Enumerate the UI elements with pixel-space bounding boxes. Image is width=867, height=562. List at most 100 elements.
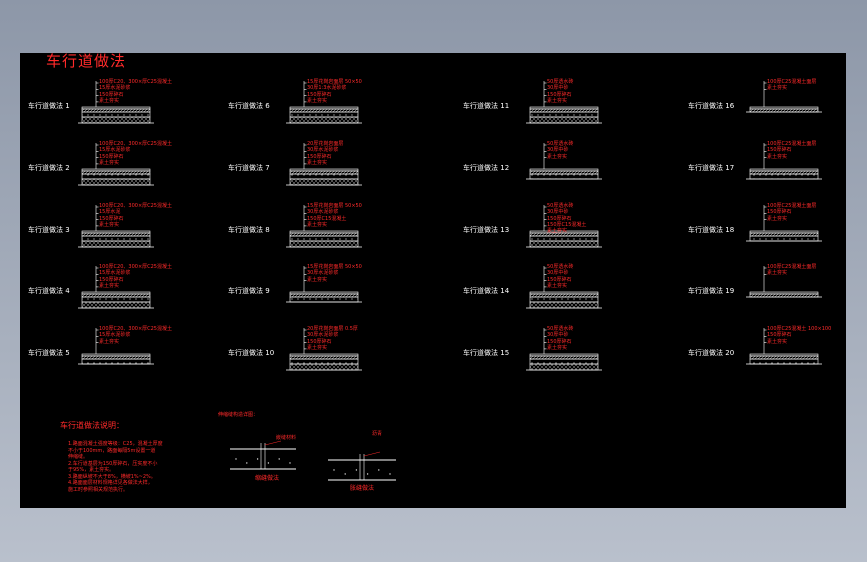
section-layer xyxy=(289,170,359,175)
layer-note: 30厚1:3水泥砂浆 xyxy=(307,85,347,92)
layer-note: 30厚中砂 xyxy=(547,85,569,92)
layer-note: 150厚碎石 xyxy=(99,153,124,160)
layer-note: 15厚花岗岩面层 50×50 xyxy=(307,264,362,270)
layer-note: 30厚中砂 xyxy=(547,147,569,154)
section-layer xyxy=(529,355,599,360)
layer-note: 150厚碎石 xyxy=(767,209,792,216)
layer-note: 50厚透水砖 xyxy=(547,203,574,209)
section-layer xyxy=(749,230,819,234)
detail-label-16: 车行道做法 16 xyxy=(688,101,734,111)
detail-label-prefix: 车行道做法 xyxy=(688,287,726,295)
detail-label-8: 车行道做法 8 xyxy=(228,225,270,235)
detail-label-number: 6 xyxy=(265,102,270,110)
section-layer xyxy=(81,173,151,180)
detail-label-number: 5 xyxy=(65,349,70,357)
detail-label-number: 7 xyxy=(265,164,270,172)
section-layer xyxy=(529,301,599,309)
section-layer xyxy=(529,358,599,365)
detail-label-4: 车行道做法 4 xyxy=(28,286,70,296)
layer-note: 素土夯实 xyxy=(99,159,120,166)
section-layer xyxy=(289,168,359,172)
aggregate-dot xyxy=(378,469,380,471)
layer-note: 150厚C15混凝土 xyxy=(547,221,587,228)
section-layer xyxy=(289,363,359,371)
section-layer xyxy=(749,170,819,175)
section-layer xyxy=(81,108,151,113)
detail-label-number: 20 xyxy=(725,349,735,357)
detail-label-number: 11 xyxy=(500,102,510,110)
aggregate-dot xyxy=(235,458,237,460)
detail-label-prefix: 车行道做法 xyxy=(463,349,501,357)
detail-label-9: 车行道做法 9 xyxy=(228,286,270,296)
detail-label-10: 车行道做法 10 xyxy=(228,348,274,358)
detail-label-prefix: 车行道做法 xyxy=(228,226,266,234)
section-layer xyxy=(529,240,599,248)
section-layer xyxy=(289,235,359,242)
detail-label-prefix: 车行道做法 xyxy=(228,287,266,295)
section-layer xyxy=(749,358,819,365)
detail-label-prefix: 车行道做法 xyxy=(28,164,66,172)
section-layer xyxy=(529,170,599,175)
layer-note: 50厚透水砖 xyxy=(547,79,574,85)
layer-note: 100厚C25混凝土面层 xyxy=(767,79,817,85)
detail-label-prefix: 车行道做法 xyxy=(688,164,726,172)
detail-label-number: 10 xyxy=(265,349,275,357)
layer-note: 素土夯实 xyxy=(767,85,788,92)
layer-note: 150厚碎石 xyxy=(767,332,792,339)
expansion-joint-leader xyxy=(363,451,381,457)
layer-note: 100厚C20、300×厚C25混凝土 xyxy=(99,79,172,85)
detail-label-14: 车行道做法 14 xyxy=(463,286,509,296)
detail-label-20: 车行道做法 20 xyxy=(688,348,734,358)
detail-label-prefix: 车行道做法 xyxy=(28,287,66,295)
section-layer xyxy=(289,355,359,360)
detail-label-number: 1 xyxy=(65,102,70,110)
detail-label-prefix: 车行道做法 xyxy=(228,102,266,110)
detail-label-11: 车行道做法 11 xyxy=(463,101,509,111)
section-layer xyxy=(81,168,151,172)
section-layer xyxy=(289,296,359,303)
section-layer xyxy=(289,230,359,234)
detail-label-number: 19 xyxy=(725,287,735,295)
drawing-canvas[interactable]: 车行道做法 车行道做法 1 100厚C20、300×厚C25混凝土 15厚水泥砂浆 1… xyxy=(20,53,846,508)
detail-label-number: 14 xyxy=(500,287,510,295)
detail-label-15: 车行道做法 15 xyxy=(463,348,509,358)
section-layer xyxy=(749,232,819,237)
layer-note: 素土夯实 xyxy=(547,153,568,160)
layer-note: 素土夯实 xyxy=(99,338,120,345)
detail-label-number: 8 xyxy=(265,226,270,234)
aggregate-dot xyxy=(278,458,280,460)
detail-label-prefix: 车行道做法 xyxy=(688,349,726,357)
joint-note-2: 沥青 xyxy=(372,431,383,437)
detail-label-prefix: 车行道做法 xyxy=(463,226,501,234)
detail-label-prefix: 车行道做法 xyxy=(28,102,66,110)
layer-note: 150厚碎石 xyxy=(547,91,572,98)
layer-note: 15厚水泥砂浆 xyxy=(99,270,131,277)
section-layer xyxy=(81,232,151,237)
detail-label-number: 16 xyxy=(725,102,735,110)
layer-note: 50厚透水砖 xyxy=(547,264,574,270)
layer-note: 150厚碎石 xyxy=(547,215,572,222)
layer-note: 素土夯实 xyxy=(307,97,328,104)
section-layer xyxy=(529,106,599,110)
layer-note: 素土夯实 xyxy=(547,344,568,351)
contraction-joint-leader xyxy=(264,440,282,446)
section-layer xyxy=(749,106,819,110)
layer-note: 30厚中砂 xyxy=(547,270,569,277)
section-layer xyxy=(529,173,599,180)
layer-note: 素土夯实 xyxy=(767,270,788,277)
layer-note: 30厚水泥砂浆 xyxy=(307,270,339,277)
detail-label-prefix: 车行道做法 xyxy=(28,226,66,234)
section-layer xyxy=(289,106,359,110)
layer-note: 素土夯实 xyxy=(99,97,120,104)
section-layer xyxy=(81,301,151,309)
detail-label-number: 12 xyxy=(500,164,510,172)
detail-label-number: 13 xyxy=(500,226,510,234)
section-layer xyxy=(81,240,151,248)
aggregate-dot xyxy=(246,462,248,464)
section-layer xyxy=(749,168,819,172)
section-layer xyxy=(81,355,151,360)
notes-body: 1.路面混凝土强度等级：C25，混凝土厚度 不小于100mm，路面每隔5m设置一… xyxy=(68,441,163,493)
layer-note: 20厚花岗岩面层 xyxy=(307,141,344,147)
section-layer xyxy=(529,168,599,172)
layer-note: 100厚C25混凝土面层 xyxy=(767,141,817,147)
